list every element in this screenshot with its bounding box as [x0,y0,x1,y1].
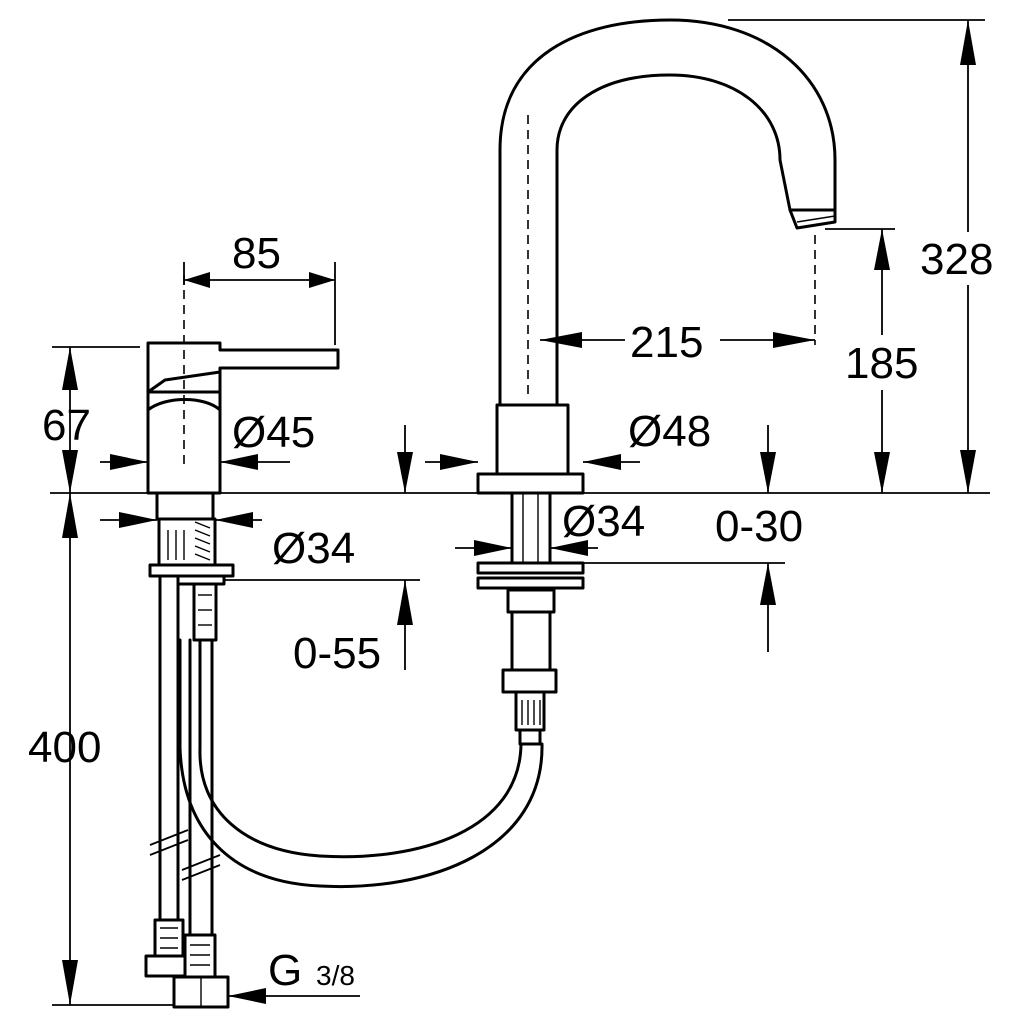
dim-connection-thread-label: G [268,946,302,995]
dim-spout-projection: 215 [540,235,816,367]
dim-mixer-deck-thickness: 0-55 [224,579,420,678]
spout-washer [476,561,585,575]
dim-handle-length-label: 85 [232,229,281,278]
dim-spout-deck-thickness-label: 0-30 [715,502,803,551]
dim-spout-base-diameter: Ø48 [397,407,711,493]
dim-spout-outlet-height: 185 [825,228,918,493]
dim-spout-total-height-label: 328 [920,235,993,284]
mixer-shank [155,491,215,521]
dim-spout-projection-label: 215 [630,318,703,367]
dim-spout-base-diameter-label: Ø48 [628,407,711,456]
dim-mixer-shank-diameter: Ø34 [100,512,355,573]
dim-mixer-shank-diameter-label: Ø34 [272,524,355,573]
dim-handle-length: 85 [183,229,336,345]
spout-nut [476,576,585,590]
spout-hose-connector [501,668,558,694]
dim-mixer-height: 67 [42,346,140,493]
dim-spout-deck-thickness: 0-30 [583,425,803,652]
dim-spout-outlet-height-label: 185 [845,339,918,388]
mixer-fixing-plate [148,563,235,578]
dim-mixer-body-diameter-label: Ø45 [232,408,315,457]
mixer-threaded-rod [192,582,218,642]
dim-connection-thread: G 3/8 [228,946,360,1004]
mixer-assembly [144,275,340,1009]
dim-spout-shank-diameter: Ø34 [455,497,645,556]
dim-mixer-height-label: 67 [42,401,91,450]
spout-assembly [476,18,837,746]
hose-break-marks [149,829,221,881]
dim-mixer-body-diameter: Ø45 [100,408,315,470]
dim-hose-length: 400 [28,493,175,1006]
spout-shank [510,491,552,565]
connecting-hose [178,638,544,889]
dim-hose-length-label: 400 [28,723,101,772]
spout-body [495,403,570,477]
dim-connection-thread-size-label: 3/8 [316,960,355,991]
spout-aerator [788,208,837,230]
spout-gooseneck [498,18,837,407]
dim-spout-total-height: 328 [728,19,993,493]
dim-spout-shank-diameter-label: Ø34 [562,497,645,546]
spout-base-flange [476,472,585,495]
mixer-lever [146,341,340,394]
dim-mixer-deck-thickness-label: 0-55 [293,629,381,678]
